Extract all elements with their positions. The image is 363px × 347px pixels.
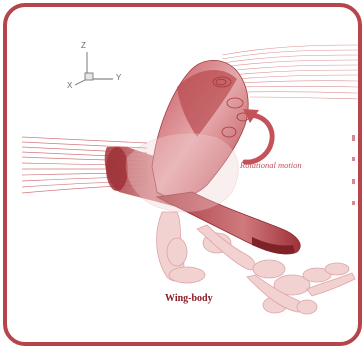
rotation-arrow: [243, 109, 272, 162]
axis-x-label: X: [67, 81, 72, 90]
rotational-motion-label: Rotational motion: [240, 160, 302, 170]
axis-y-label: Y: [116, 73, 121, 82]
figure-caption: Wing-body: [165, 293, 213, 304]
wing-body-model: [105, 60, 300, 254]
edge-marks: [352, 135, 355, 205]
axis-z-label: Z: [81, 41, 86, 50]
figure-frame: Z Y X Rotational motion Wing-body: [3, 3, 362, 346]
flow-visualization: [7, 7, 358, 342]
axis-triad: [75, 52, 113, 85]
